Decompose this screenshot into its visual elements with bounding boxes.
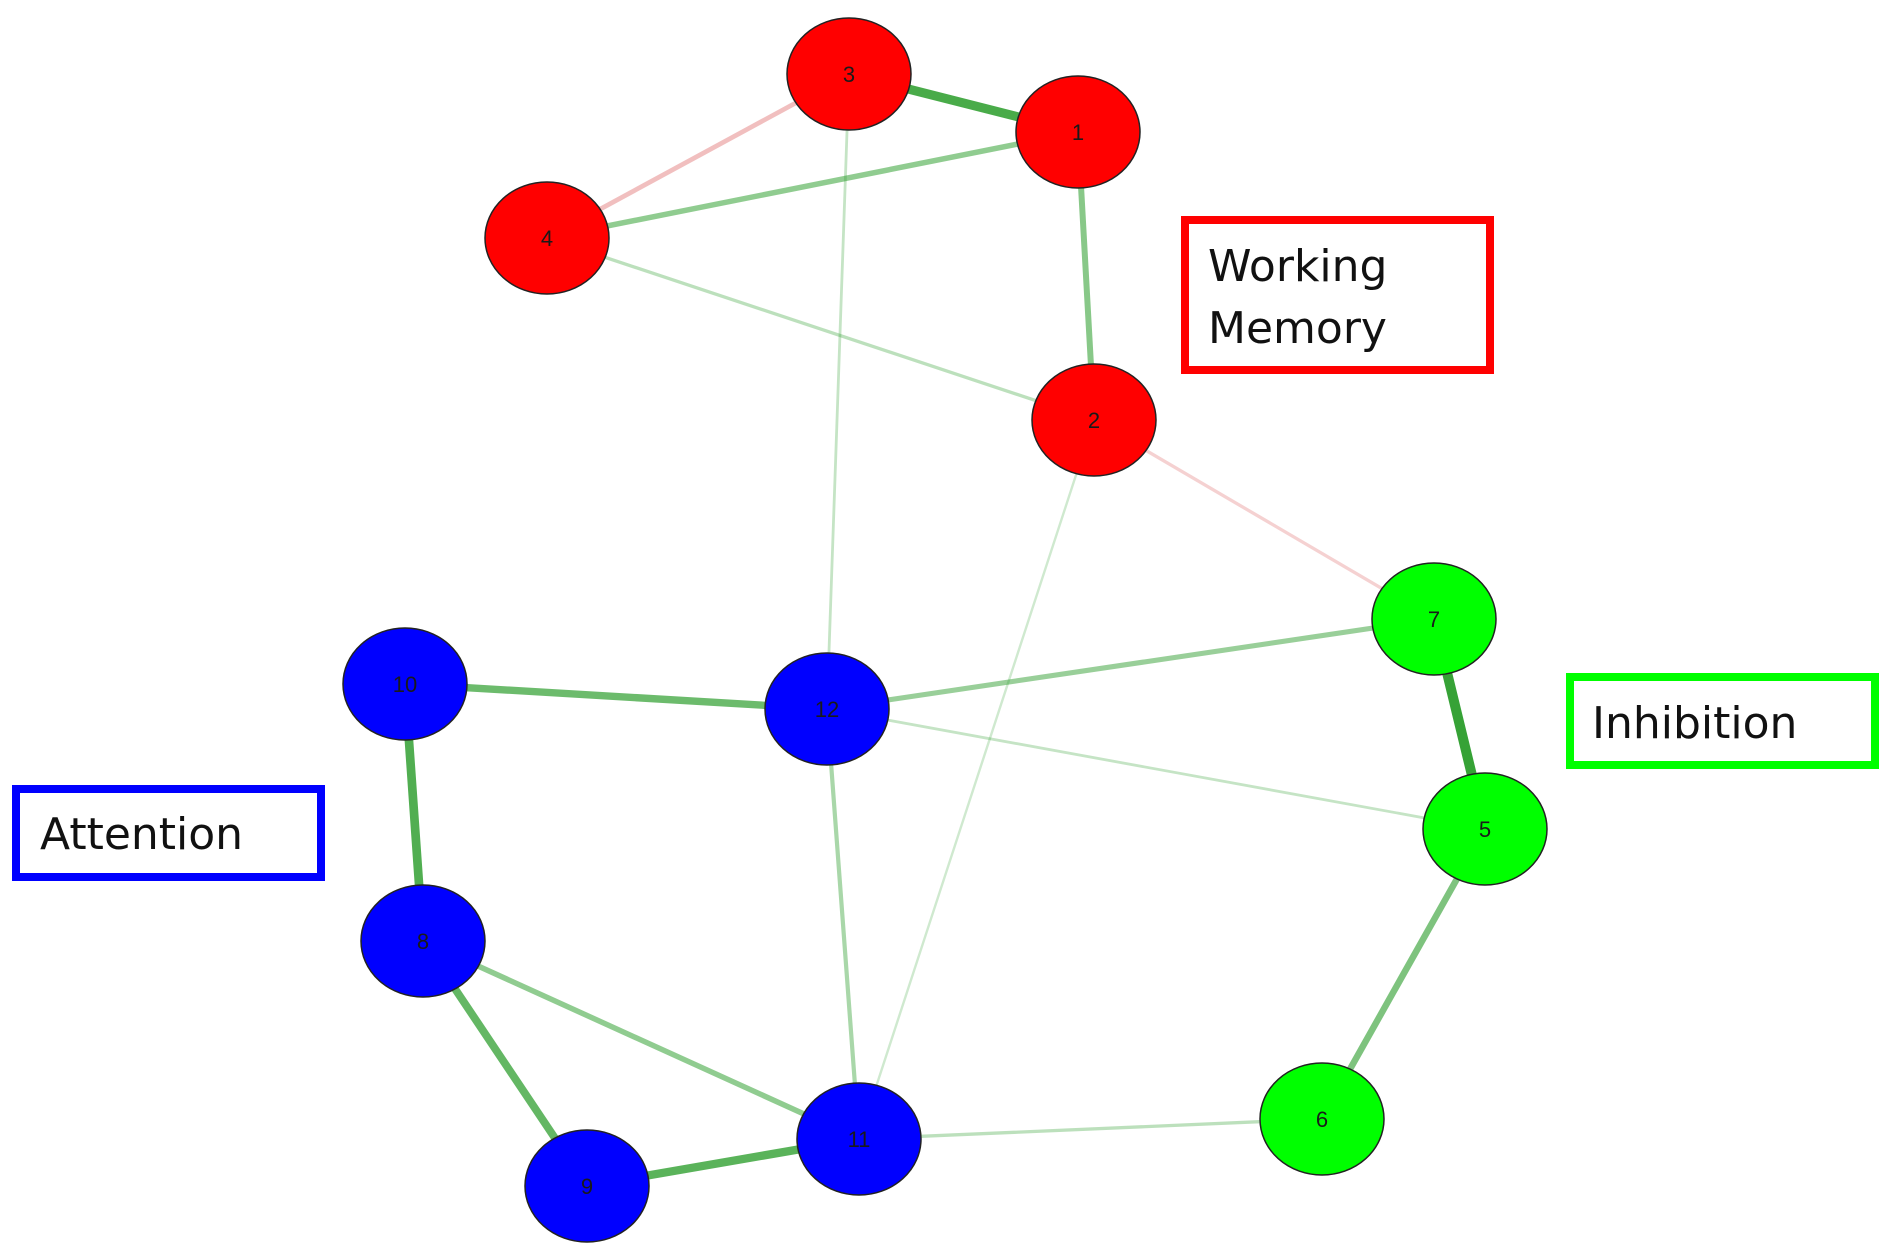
node-label-7: 7 [1428, 607, 1440, 632]
node-label-9: 9 [581, 1174, 593, 1199]
node-12: 12 [764, 652, 890, 766]
node-label-6: 6 [1316, 1107, 1328, 1132]
edge-12-7 [824, 616, 1437, 712]
node-label-5: 5 [1479, 817, 1491, 842]
node-circle-3 [786, 17, 912, 131]
node-label-11: 11 [848, 1127, 871, 1152]
edge-4-1 [544, 129, 1081, 241]
node-circle-10 [342, 627, 468, 741]
edge-12-5 [825, 707, 1487, 831]
node-circle-12 [764, 652, 890, 766]
working-memory-box: Working Memory [1181, 216, 1494, 374]
node-circle-11 [796, 1082, 922, 1196]
node-circle-2 [1031, 363, 1157, 477]
node-6: 6 [1259, 1062, 1385, 1176]
inhibition-label: Inhibition [1592, 698, 1797, 749]
attention-label: Attention [40, 809, 243, 860]
node-label-8: 8 [417, 929, 429, 954]
attention-box: Attention [12, 785, 325, 881]
node-3: 3 [786, 17, 912, 131]
node-circle-7 [1371, 562, 1497, 676]
node-2: 2 [1031, 363, 1157, 477]
node-label-4: 4 [541, 226, 553, 251]
node-circle-5 [1422, 772, 1548, 886]
node-10: 10 [342, 627, 468, 741]
working-memory-label-line-2: Memory [1208, 303, 1387, 354]
edge-3-12 [825, 72, 851, 711]
node-9: 9 [524, 1129, 650, 1243]
working-memory-label-line-1: Working [1208, 241, 1387, 292]
edge-11-6 [857, 1117, 1324, 1141]
node-8: 8 [360, 884, 486, 998]
node-circle-9 [524, 1129, 650, 1243]
edge-2-11 [857, 418, 1096, 1141]
node-label-10: 10 [393, 672, 417, 697]
node-4: 4 [484, 181, 610, 295]
edge-8-11 [420, 938, 862, 1142]
node-label-1: 1 [1072, 120, 1084, 145]
edge-10-12 [401, 680, 831, 713]
edge-12-11 [824, 706, 862, 1142]
node-circle-4 [484, 181, 610, 295]
node-5: 5 [1422, 772, 1548, 886]
node-7: 7 [1371, 562, 1497, 676]
node-circle-1 [1015, 75, 1141, 189]
edge-2-7 [1092, 418, 1436, 621]
node-11: 11 [796, 1082, 922, 1196]
node-label-3: 3 [843, 62, 855, 87]
node-circle-8 [360, 884, 486, 998]
inhibition-box: Inhibition [1566, 673, 1879, 769]
edge-4-2 [545, 236, 1096, 422]
node-1: 1 [1015, 75, 1141, 189]
node-circle-6 [1259, 1062, 1385, 1176]
node-label-2: 2 [1088, 408, 1100, 433]
node-label-12: 12 [815, 697, 839, 722]
